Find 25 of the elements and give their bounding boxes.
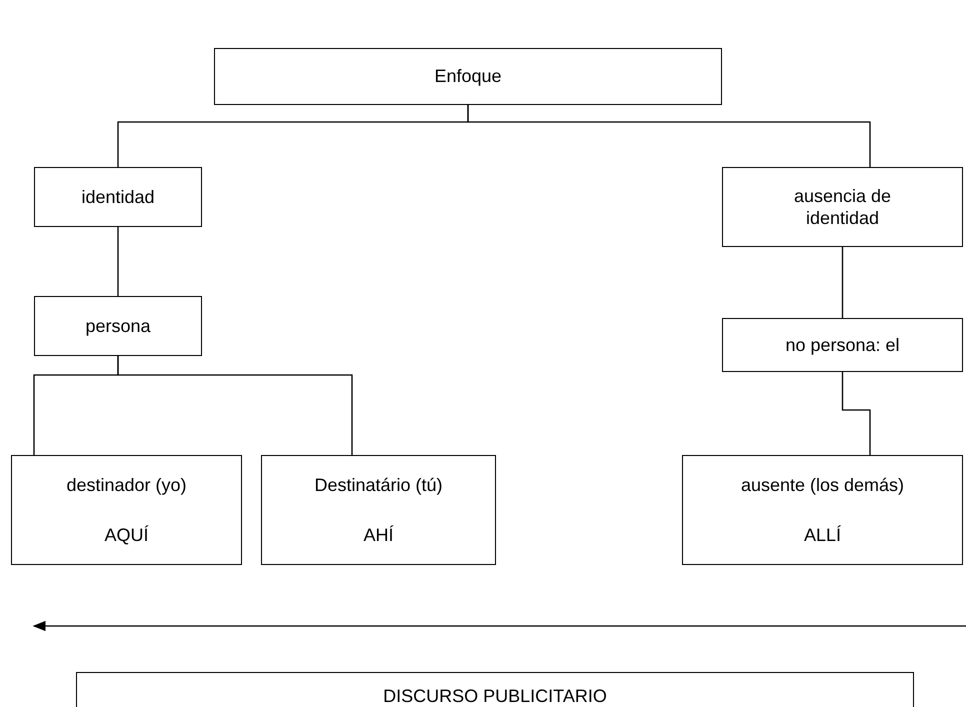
box-text: destinador (yo) [66,474,187,496]
box-text: DISCURSO PUBLICITARIO [383,685,607,707]
connector-line [117,227,119,296]
connector-line [842,372,871,455]
box-text: no persona: el [785,334,900,356]
text-box [214,48,722,105]
connector-line [117,356,353,455]
box-text: ausente (los demás) [740,474,904,496]
text-box [34,296,202,356]
box-text: Destinatário (tú) [314,474,443,496]
box-text: ALLÍ [804,524,842,546]
connector-line [467,105,871,167]
text-box [11,455,242,565]
box-text: ausencia de identidad [792,184,892,230]
box-text: persona [85,314,151,338]
box-text: identidad [81,186,155,208]
text-box [722,318,963,372]
text-box [261,455,496,565]
box-text: AHÍ [363,524,394,546]
box-text: Enfoque [434,65,502,88]
box-text: AQUÍ [104,524,148,546]
text-box [34,167,202,227]
text-box [722,167,963,247]
text-box [682,455,963,565]
connector-line [842,247,844,318]
